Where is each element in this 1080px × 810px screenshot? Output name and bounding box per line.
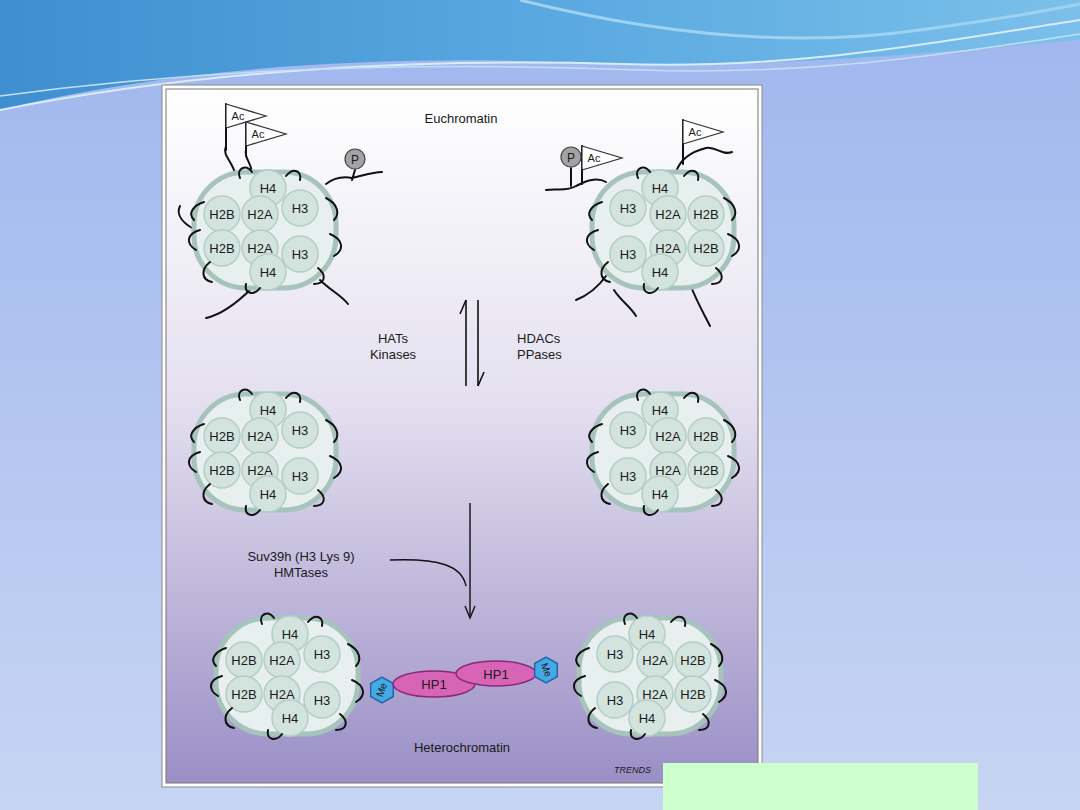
histone-label: H3 [314, 648, 331, 661]
methyl-hexagon: Me [532, 656, 560, 684]
methylation-arrow [390, 503, 475, 618]
histone-label: H2A [247, 464, 272, 477]
methyl-hexagon: Me [368, 676, 396, 704]
nucleosome: H4H2BH2AH3H2BH2AH3H4 [212, 616, 362, 736]
histone-label: H4 [282, 712, 299, 725]
equilibrium-arrows [460, 300, 484, 386]
histone-label: H2A [642, 688, 667, 701]
phosphate-circle: P [344, 148, 366, 170]
histone-label: H2B [680, 688, 705, 701]
node-label: Ac [588, 153, 601, 164]
histone-label: H4 [260, 404, 277, 417]
histone-label: H2B [231, 688, 256, 701]
node-label: Ac [232, 111, 245, 122]
histone-label: H4 [260, 266, 277, 279]
figure-frame [162, 85, 762, 787]
histone-label: H3 [292, 202, 309, 215]
histone-label: H2B [693, 430, 718, 443]
diagram-label: Suv39h (H3 Lys 9) HMTases [236, 549, 366, 580]
histone-label: H2B [680, 654, 705, 667]
histone-label: H4 [639, 628, 656, 641]
histone-label: H4 [282, 628, 299, 641]
histone-label: H4 [260, 182, 277, 195]
histone-label: H2A [655, 208, 680, 221]
node-label: HP1 [483, 667, 508, 680]
histone-label: H3 [292, 470, 309, 483]
histone-label: H3 [314, 694, 331, 707]
nucleosome: H4H2BH2AH3H2BH2AH3H4 [190, 392, 340, 512]
nucleosome: H4H2BH2AH3H2BH2AH3H4 [190, 170, 340, 290]
histone-label: H2A [642, 654, 667, 667]
node-label: HP1 [421, 678, 446, 691]
histone-label: H3 [620, 248, 637, 261]
histone-label: H3 [292, 248, 309, 261]
histone-label: H2A [269, 654, 294, 667]
histone-label: H2B [209, 464, 234, 477]
histone-label: H4 [652, 182, 669, 195]
acetyl-flag: Ac [683, 120, 723, 144]
diagram-label: HATs Kinases [362, 331, 424, 362]
histone-label: H4 [652, 266, 669, 279]
histone-label: H2A [247, 430, 272, 443]
histone-label: H3 [607, 648, 624, 661]
histone-label: H2A [269, 688, 294, 701]
histone-label: H4 [260, 488, 277, 501]
histone-label: H2B [693, 242, 718, 255]
diagram-label: TRENDS [614, 765, 661, 776]
histone-label: H2A [655, 242, 680, 255]
histone-label: H2A [655, 464, 680, 477]
figure-panel [166, 89, 758, 783]
histone-label: H2B [693, 464, 718, 477]
node-label: Ac [252, 129, 265, 140]
wave-line [520, 0, 1080, 38]
node-label: P [567, 152, 575, 164]
nucleosome: H4H3H2AH2BH3H2AH2BH4 [588, 392, 738, 512]
histone-label: H2B [209, 430, 234, 443]
node-label: P [351, 154, 359, 166]
histone-label: H2A [247, 242, 272, 255]
histone-label: H3 [620, 202, 637, 215]
histone-label: H3 [292, 424, 309, 437]
histone-label: H2B [209, 208, 234, 221]
histone-label: H4 [639, 712, 656, 725]
node-label: Ac [689, 127, 702, 138]
histone-label: H2B [231, 654, 256, 667]
diagram-label: Heterochromatin [380, 740, 544, 756]
histone-label: H4 [652, 404, 669, 417]
histone-label: H3 [620, 470, 637, 483]
histone-label: H3 [620, 424, 637, 437]
hp1-protein: HP1 [455, 660, 537, 687]
histone-label: H2B [209, 242, 234, 255]
histone-label: H2A [655, 430, 680, 443]
histone-label: H2B [693, 208, 718, 221]
acetyl-flag: Ac [582, 146, 622, 170]
green-box [663, 763, 978, 810]
histone-label: H3 [607, 694, 624, 707]
diagram-label: Euchromatin [380, 111, 542, 127]
histone-label: H4 [652, 488, 669, 501]
nucleosome: H4H3H2AH2BH3H2AH2BH4 [588, 170, 738, 290]
acetyl-flag: Ac [246, 122, 286, 146]
histone-label: H2A [247, 208, 272, 221]
phosphate-circle: P [560, 146, 582, 168]
diagram-label: HDACs PPases [517, 331, 573, 362]
nucleosome: H4H3H2AH2BH3H2AH2BH4 [575, 616, 725, 736]
